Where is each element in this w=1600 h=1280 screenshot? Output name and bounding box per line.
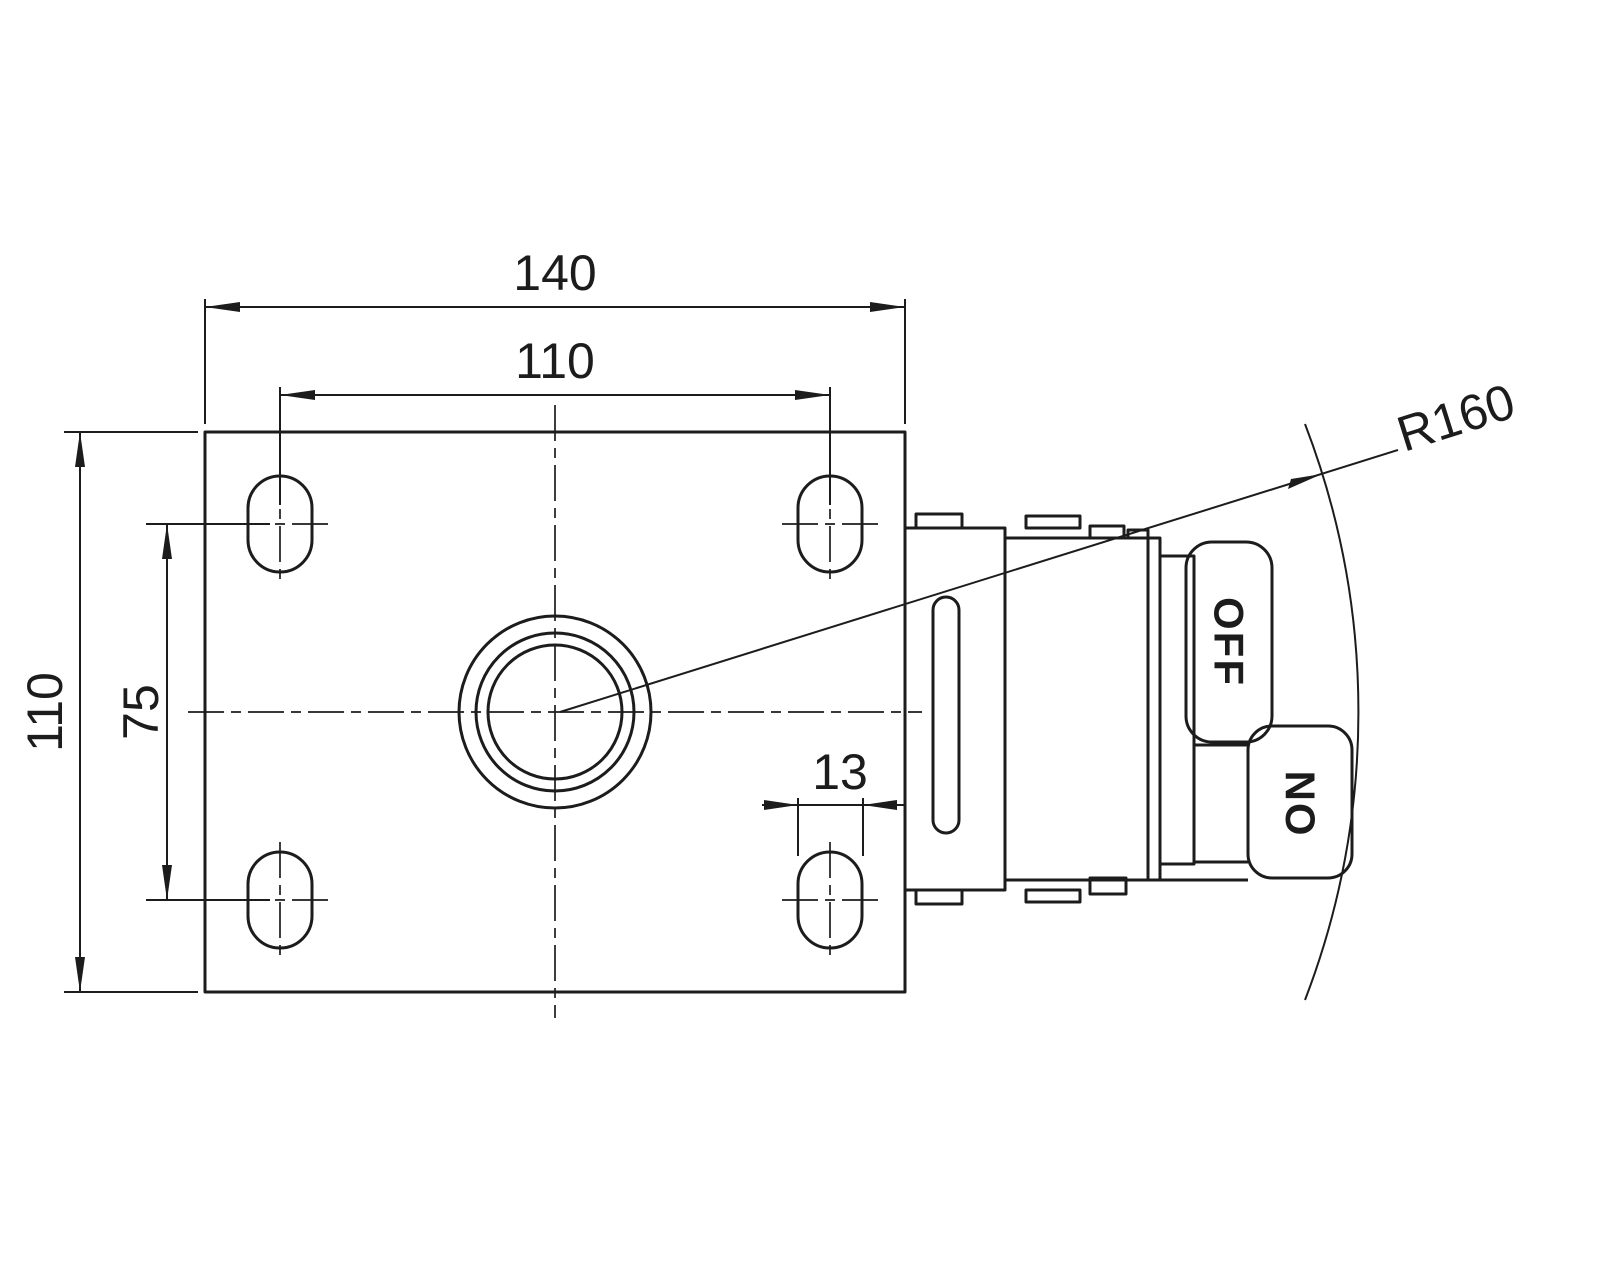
arrowhead [75, 432, 85, 467]
radius-leader-line [559, 449, 1399, 713]
arrowhead [863, 800, 897, 810]
swivel-radius-arc [1304, 423, 1360, 1001]
dimension-bolt-spacing-width: 110 [279, 333, 831, 505]
dimension-plate-depth: 110 [17, 431, 198, 993]
dim-slot-width-text: 13 [812, 744, 868, 800]
hinge-lug-bottom [1088, 876, 1128, 896]
swivel-bore-outer [457, 614, 653, 810]
bracket-tab-top-right [1024, 514, 1082, 530]
brake-housing [1003, 536, 1162, 882]
bracket-tab-bottom-right [1024, 888, 1082, 904]
dim-bolt-spacing-depth-text: 75 [113, 684, 169, 740]
hinge-lug-top [1088, 524, 1126, 540]
dim-plate-width-text: 140 [513, 245, 596, 301]
dimension-swivel-radius: R160 [559, 373, 1521, 1001]
dimension-slot-width: 13 [762, 744, 905, 856]
caster-fork-assembly: OFF ON [903, 512, 1354, 906]
arrowhead [280, 390, 315, 400]
bracket-tab-top-left [914, 512, 964, 530]
arrowhead [162, 865, 172, 900]
arrowhead [764, 800, 798, 810]
bolt-slot-bottom-right [796, 850, 864, 950]
brake-pedal-on [1246, 724, 1354, 880]
fork-slot [931, 595, 961, 835]
arrowhead [1288, 474, 1322, 489]
arrowhead [205, 302, 240, 312]
brake-pedal-off [1184, 540, 1274, 744]
dimension-plate-width: 140 [204, 245, 906, 424]
swivel-bore-middle [474, 631, 636, 793]
swivel-bore-inner [486, 643, 624, 781]
fork-bracket [903, 526, 1007, 892]
dim-plate-depth-text: 110 [17, 672, 73, 752]
pedal-arm [1158, 554, 1196, 866]
arrowhead [75, 957, 85, 992]
dim-radius-text: R160 [1390, 373, 1521, 462]
bracket-tab-bottom-left [914, 888, 964, 906]
arrowhead [162, 524, 172, 559]
arrowhead [870, 302, 905, 312]
brake-on-label: ON [1277, 769, 1324, 836]
dimension-bolt-spacing-depth: 75 [113, 523, 270, 901]
arrowhead [795, 390, 830, 400]
centerlines [188, 405, 922, 1018]
dim-bolt-spacing-width-text: 110 [515, 333, 595, 389]
brake-off-label: OFF [1206, 597, 1253, 687]
